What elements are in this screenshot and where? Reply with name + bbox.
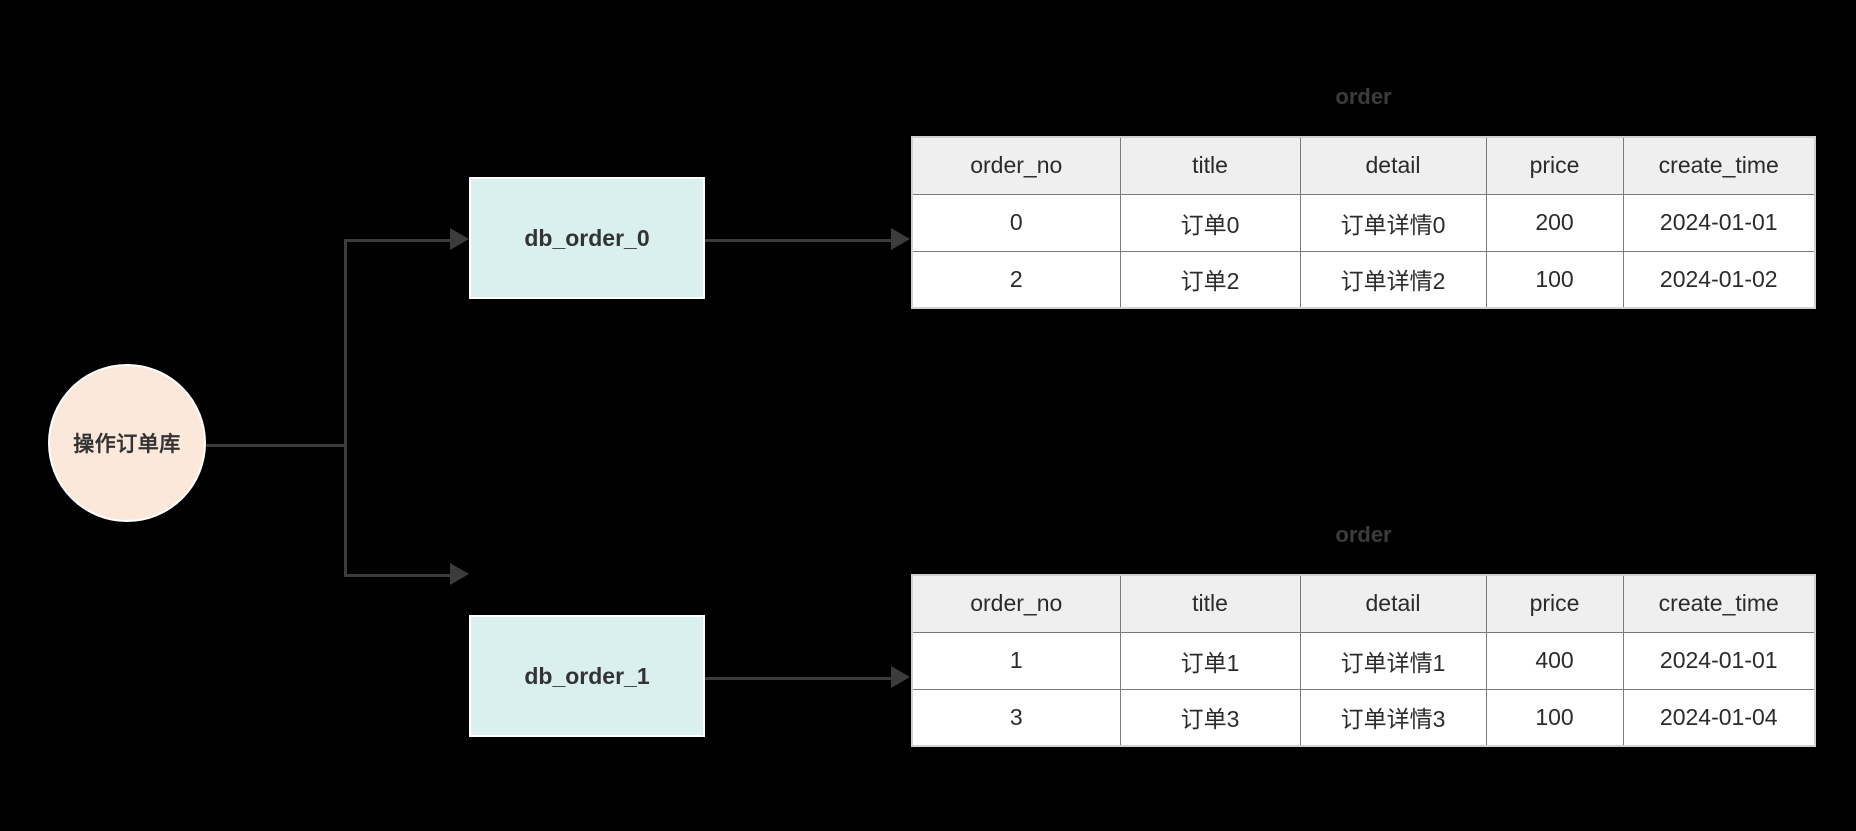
table-header-row: order_no title detail price create_time: [911, 574, 1816, 633]
cell-order-no: 1: [911, 631, 1121, 690]
table-group-order-0: order order_no title detail price create…: [911, 84, 1816, 309]
cell-create-time: 2024-01-01: [1622, 631, 1816, 690]
edge-trunk-vertical: [344, 239, 347, 577]
column-header-detail: detail: [1299, 574, 1487, 633]
cell-order-no: 2: [911, 250, 1121, 309]
edge-trunk-to-db-order-1: [344, 574, 452, 577]
order-table-shard-0: order_no title detail price create_time …: [911, 136, 1816, 309]
column-header-title: title: [1119, 136, 1301, 195]
arrowhead-to-table-0: [891, 228, 910, 250]
arrowhead-to-db-order-1: [450, 563, 469, 585]
column-header-detail: detail: [1299, 136, 1487, 195]
cell-title: 订单3: [1119, 688, 1301, 747]
column-header-price: price: [1485, 136, 1624, 195]
cell-price: 100: [1485, 688, 1624, 747]
edge-trunk-to-db-order-0: [344, 239, 452, 242]
table-row: 3 订单3 订单详情3 100 2024-01-04: [911, 688, 1816, 747]
arrowhead-to-db-order-0: [450, 228, 469, 250]
edge-db-order-0-to-table: [705, 239, 893, 242]
table-row: 0 订单0 订单详情0 200 2024-01-01: [911, 193, 1816, 252]
start-node-label: 操作订单库: [73, 433, 181, 456]
cell-create-time: 2024-01-04: [1622, 688, 1816, 747]
start-node-operate-order-db[interactable]: 操作订单库: [48, 364, 206, 522]
table-row: 1 订单1 订单详情1 400 2024-01-01: [911, 631, 1816, 690]
column-header-create-time: create_time: [1622, 136, 1816, 195]
edge-db-order-1-to-table: [705, 677, 893, 680]
column-header-order-no: order_no: [911, 136, 1121, 195]
cell-title: 订单2: [1119, 250, 1301, 309]
cell-detail: 订单详情1: [1299, 631, 1487, 690]
cell-create-time: 2024-01-01: [1622, 193, 1816, 252]
cell-price: 400: [1485, 631, 1624, 690]
cell-detail: 订单详情0: [1299, 193, 1487, 252]
cell-detail: 订单详情3: [1299, 688, 1487, 747]
arrowhead-to-table-1: [891, 666, 910, 688]
cell-create-time: 2024-01-02: [1622, 250, 1816, 309]
cell-price: 100: [1485, 250, 1624, 309]
column-header-create-time: create_time: [1622, 574, 1816, 633]
table-header-row: order_no title detail price create_time: [911, 136, 1816, 195]
order-table-shard-1: order_no title detail price create_time …: [911, 574, 1816, 747]
shard-box-db-order-1[interactable]: db_order_1: [469, 615, 705, 737]
shard-box-label: db_order_0: [524, 224, 650, 251]
cell-order-no: 0: [911, 193, 1121, 252]
shard-box-label: db_order_1: [524, 662, 650, 689]
table-title: order: [1335, 522, 1392, 547]
cell-detail: 订单详情2: [1299, 250, 1487, 309]
cell-order-no: 3: [911, 688, 1121, 747]
cell-price: 200: [1485, 193, 1624, 252]
edge-start-to-trunk: [206, 444, 347, 447]
table-title: order: [1335, 84, 1392, 109]
shard-box-db-order-0[interactable]: db_order_0: [469, 177, 705, 299]
table-row: 2 订单2 订单详情2 100 2024-01-02: [911, 250, 1816, 309]
cell-title: 订单0: [1119, 193, 1301, 252]
table-group-order-1: order order_no title detail price create…: [911, 522, 1816, 747]
column-header-order-no: order_no: [911, 574, 1121, 633]
column-header-price: price: [1485, 574, 1624, 633]
cell-title: 订单1: [1119, 631, 1301, 690]
column-header-title: title: [1119, 574, 1301, 633]
